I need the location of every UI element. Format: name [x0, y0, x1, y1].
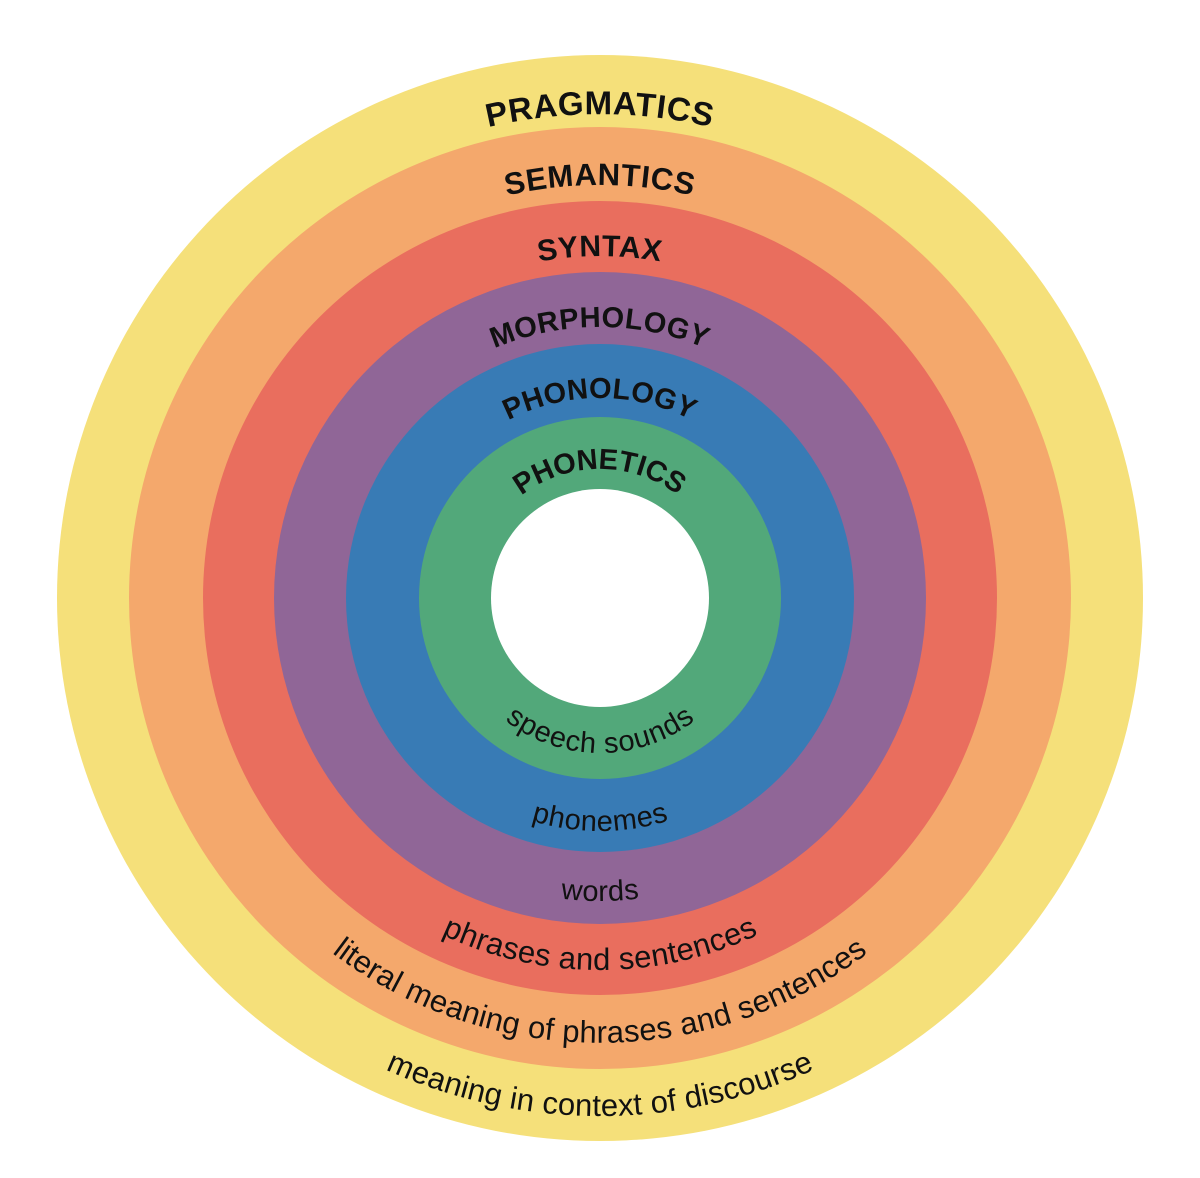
morphology-description-text: words	[559, 873, 640, 907]
ring-layer	[57, 55, 1143, 1141]
syntax-title-text: SYNTAX	[535, 230, 664, 268]
syntax-title: SYNTAX	[535, 230, 665, 268]
center-hole	[491, 489, 709, 707]
morphology-description: words	[559, 873, 640, 907]
